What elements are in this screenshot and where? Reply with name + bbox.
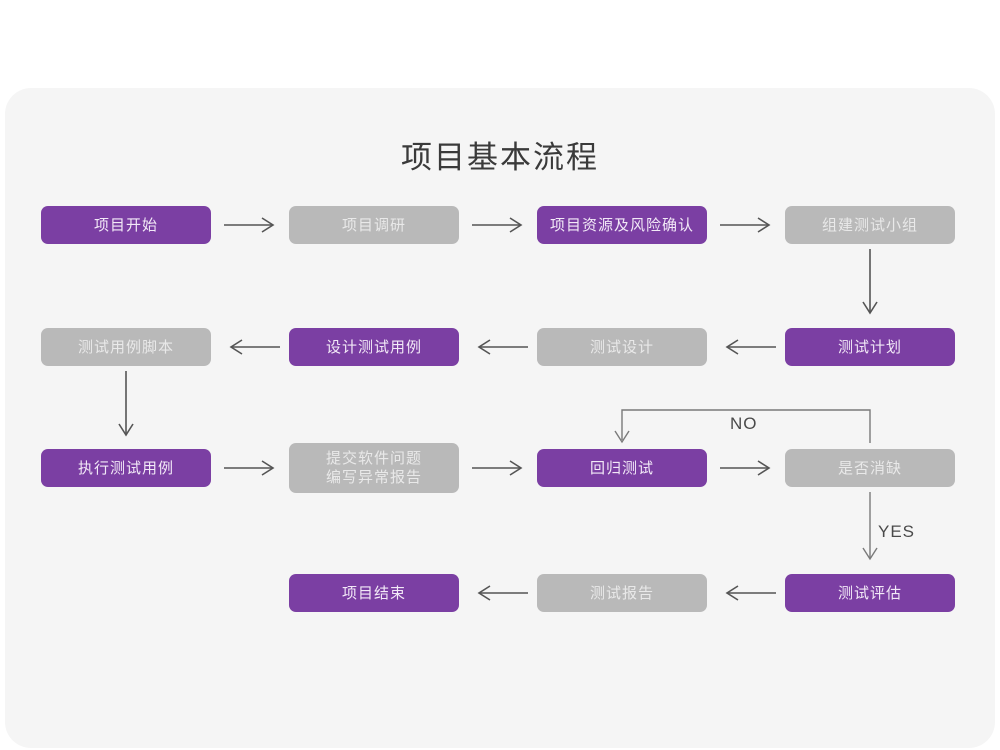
node-test-report[interactable]: 测试报告 <box>537 574 707 612</box>
node-label: 测试报告 <box>589 583 654 602</box>
node-label: 测试设计 <box>589 337 654 356</box>
node-test-evaluation[interactable]: 测试评估 <box>785 574 955 612</box>
node-label-line2: 编写异常报告 <box>325 468 422 486</box>
node-label: 执行测试用例 <box>77 458 174 477</box>
node-execute-test-case[interactable]: 执行测试用例 <box>41 449 211 487</box>
node-label: 是否消缺 <box>837 458 902 477</box>
node-label-line1: 提交软件问题 <box>325 449 422 467</box>
node-regression-test[interactable]: 回归测试 <box>537 449 707 487</box>
diagram-card <box>5 88 995 748</box>
node-label: 项目调研 <box>341 215 406 234</box>
node-label: 组建测试小组 <box>821 215 918 234</box>
node-test-case-script[interactable]: 测试用例脚本 <box>41 328 211 366</box>
node-design-test-case[interactable]: 设计测试用例 <box>289 328 459 366</box>
node-label: 测试评估 <box>837 583 902 602</box>
branch-label-yes: YES <box>878 522 916 541</box>
node-label-multiline: 提交软件问题 编写异常报告 <box>326 449 422 487</box>
node-label: 项目资源及风险确认 <box>549 215 694 234</box>
node-label: 测试用例脚本 <box>77 337 174 356</box>
node-label: 测试计划 <box>837 337 902 356</box>
node-submit-issue-report[interactable]: 提交软件问题 编写异常报告 <box>289 443 459 493</box>
node-project-research[interactable]: 项目调研 <box>289 206 459 244</box>
node-project-start[interactable]: 项目开始 <box>41 206 211 244</box>
node-label: 项目开始 <box>93 215 158 234</box>
node-test-plan[interactable]: 测试计划 <box>785 328 955 366</box>
node-resource-risk-confirm[interactable]: 项目资源及风险确认 <box>537 206 707 244</box>
node-project-end[interactable]: 项目结束 <box>289 574 459 612</box>
node-label: 设计测试用例 <box>325 337 422 356</box>
branch-label-no: NO <box>730 414 758 433</box>
page-title: 项目基本流程 <box>401 140 599 176</box>
node-label: 回归测试 <box>589 458 654 477</box>
node-form-test-team[interactable]: 组建测试小组 <box>785 206 955 244</box>
node-test-design[interactable]: 测试设计 <box>537 328 707 366</box>
node-defect-resolved-decision[interactable]: 是否消缺 <box>785 449 955 487</box>
node-label: 项目结束 <box>341 583 406 602</box>
